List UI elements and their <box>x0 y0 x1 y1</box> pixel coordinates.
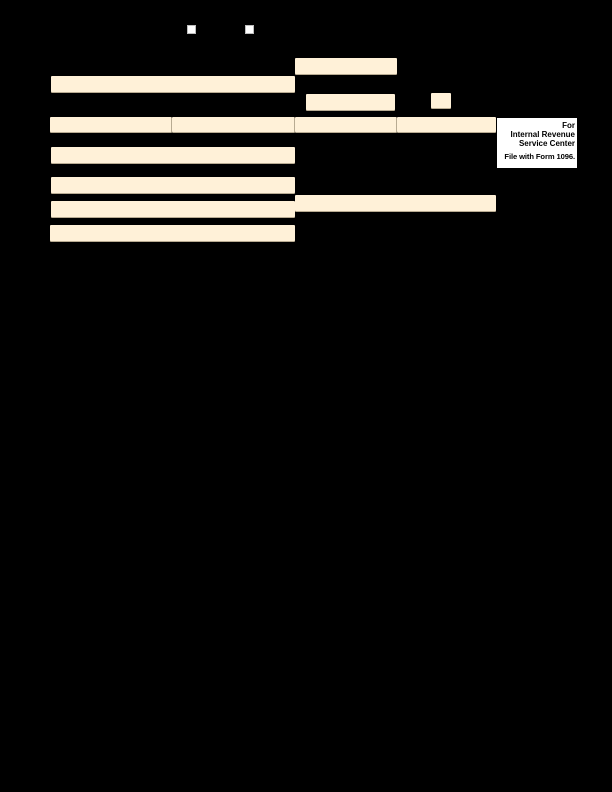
payer-info-field[interactable] <box>51 76 295 92</box>
corrected-checkbox[interactable] <box>245 25 254 34</box>
amount-field-1[interactable] <box>295 117 397 132</box>
notice-file-with: File with Form 1096. <box>504 152 575 161</box>
recipient-name-field[interactable] <box>51 147 295 163</box>
recipient-tin-field[interactable] <box>172 117 295 132</box>
right-wide-field[interactable] <box>295 195 496 211</box>
city-state-zip-field[interactable] <box>51 201 295 217</box>
copy-a-notice: For Internal Revenue Service Center File… <box>497 118 577 168</box>
void-checkbox[interactable] <box>187 25 196 34</box>
notice-line-irs: Internal Revenue <box>510 130 575 139</box>
small-box-field[interactable] <box>431 93 451 108</box>
top-right-field-2[interactable] <box>306 94 395 110</box>
account-number-field[interactable] <box>50 225 295 241</box>
amount-field-2[interactable] <box>397 117 496 132</box>
payer-tin-field[interactable] <box>50 117 172 132</box>
notice-line-for: For <box>562 121 575 130</box>
top-right-field-1[interactable] <box>295 58 397 74</box>
notice-line-service-center: Service Center <box>518 139 575 148</box>
street-address-field[interactable] <box>51 177 295 193</box>
